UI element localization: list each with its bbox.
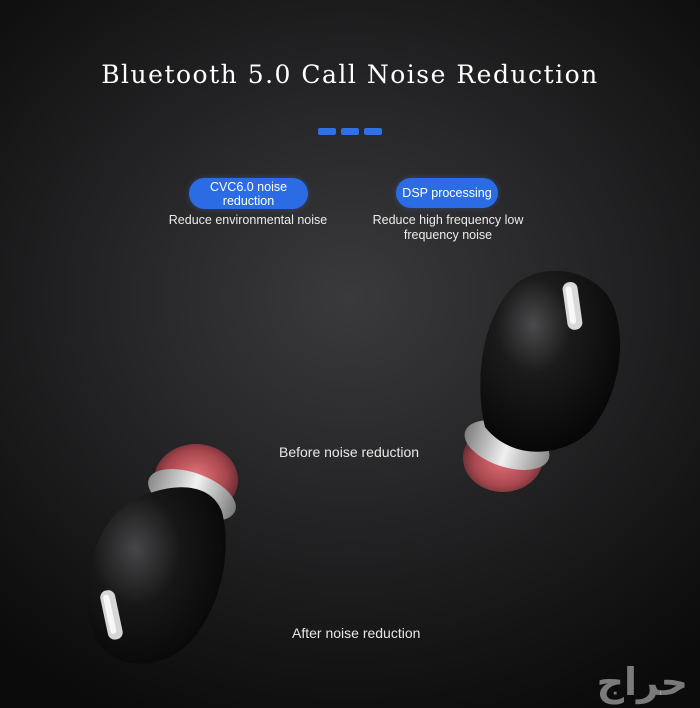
feature-badge-cvc: CVC6.0 noise reduction — [189, 178, 308, 209]
badge-line: CVC6.0 noise — [209, 180, 288, 194]
description-line: Reduce high frequency low — [372, 213, 524, 227]
caption-before-noise-reduction: Before noise reduction — [279, 444, 420, 460]
badge-line: reduction — [222, 194, 275, 208]
feature-badge-dsp: DSP processing — [396, 178, 498, 208]
divider-dash — [318, 128, 336, 135]
earbud-right-icon — [463, 270, 621, 492]
watermark-logo: حراج — [596, 660, 688, 704]
title-divider — [318, 128, 382, 135]
feature-description-dsp: Reduce high frequency low frequency nois… — [362, 213, 534, 243]
divider-dash — [364, 128, 382, 135]
sound-wave-after-icon — [217, 570, 629, 586]
caption-after-noise-reduction: After noise reduction — [292, 625, 421, 641]
description-line: frequency noise — [403, 228, 493, 242]
feature-description-cvc: Reduce environmental noise — [160, 213, 336, 228]
poster-title: Bluetooth 5.0 Call Noise Reduction — [101, 60, 599, 89]
divider-dash — [341, 128, 359, 135]
earbud-left-icon — [86, 444, 238, 664]
description-line: Reduce environmental noise — [168, 213, 328, 227]
